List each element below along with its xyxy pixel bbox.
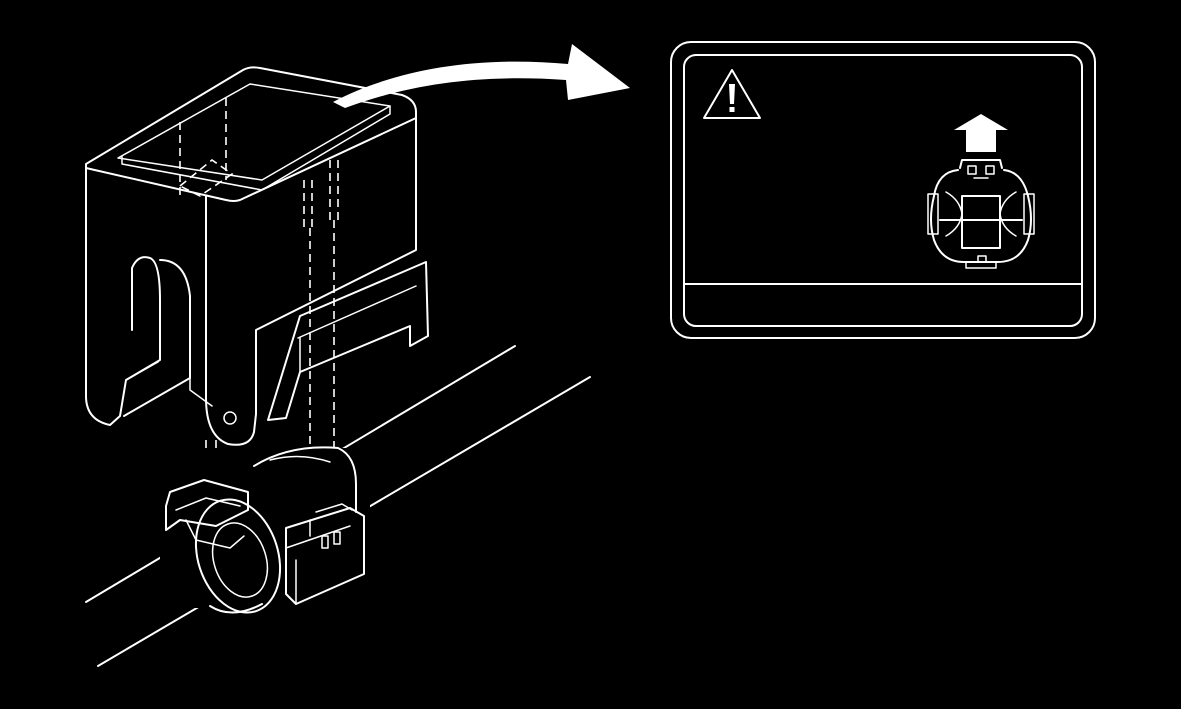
label-outer-border <box>670 41 1096 339</box>
label-inner-border <box>683 54 1083 327</box>
connector-cover <box>85 66 429 512</box>
warning-triangle-icon <box>703 69 761 119</box>
warning-label <box>670 41 1096 339</box>
wiring-harness-connector <box>160 446 370 614</box>
connector-symbol-icon <box>927 159 1035 269</box>
cover-pin-hole <box>223 411 237 425</box>
up-arrow-icon <box>954 114 1008 152</box>
curved-arrow-icon <box>333 44 630 108</box>
